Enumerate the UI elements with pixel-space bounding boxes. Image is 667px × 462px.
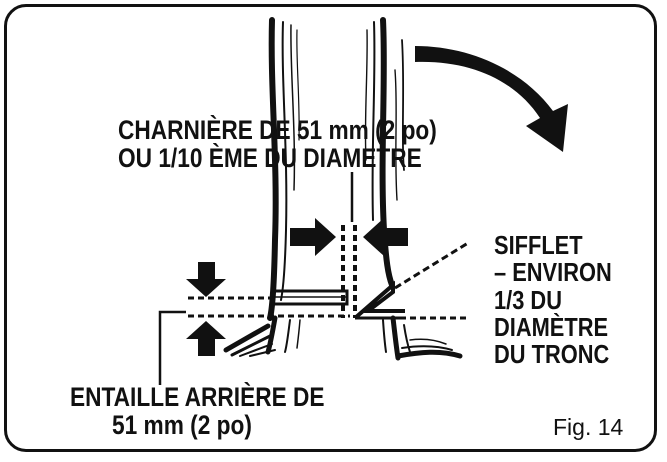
whistle-label-line3: 1/3 DU xyxy=(494,284,562,315)
whistle-label-line2: – ENVIRON xyxy=(494,257,612,288)
whistle-label-line4: DIAMÈTRE xyxy=(494,311,609,342)
backcut-label-line1: ENTAILLE ARRIÈRE DE xyxy=(70,382,325,412)
whistle-dashed-line xyxy=(394,241,469,290)
backcut-label-line2: 51 mm (2 po) xyxy=(112,410,252,441)
figure-number: Fig. 14 xyxy=(553,414,624,440)
hinge-label: CHARNIÈRE DE 51 mm (2 po) OU 1/10 ÈME DU… xyxy=(118,116,437,173)
back-cut xyxy=(270,289,349,306)
fall-direction-arrow xyxy=(415,46,568,152)
backcut-leader-line xyxy=(158,310,186,385)
backcut-arrows xyxy=(186,262,226,356)
whistle-label-line5: DU TRONC xyxy=(494,339,610,370)
backcut-dashes xyxy=(188,296,470,320)
hinge-label-line2: OU 1/10 ÈME DU DIAMETRE xyxy=(118,143,422,174)
root-flare-right xyxy=(395,338,463,359)
hinge-dashes xyxy=(341,225,357,318)
tree-trunk xyxy=(265,17,411,361)
hinge-arrows xyxy=(290,218,408,256)
root-flare-left xyxy=(223,323,276,357)
hinge-label-line1: CHARNIÈRE DE 51 mm (2 po) xyxy=(118,115,437,145)
whistle-label: SIFFLET – ENVIRON 1/3 DU DIAMÈTRE DU TRO… xyxy=(494,230,612,370)
notch-cut xyxy=(353,280,405,320)
figure-frame xyxy=(4,4,657,452)
whistle-label-line1: SIFFLET xyxy=(494,230,583,260)
backcut-label: ENTAILLE ARRIÈRE DE 51 mm (2 po) xyxy=(70,383,325,440)
